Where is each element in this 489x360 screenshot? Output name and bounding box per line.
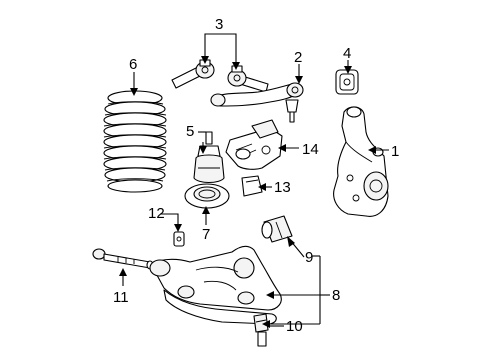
ball-joint-upper — [193, 131, 225, 184]
callout-7: 7 — [202, 226, 210, 243]
leader-lines — [119, 33, 389, 328]
mounting-bracket — [225, 119, 283, 170]
bushing-part — [335, 69, 359, 95]
callout-14: 14 — [302, 141, 319, 158]
callout-8: 8 — [332, 287, 340, 304]
callout-1: 1 — [391, 143, 399, 160]
callout-11: 11 — [113, 289, 129, 306]
lower-control-arm — [149, 245, 282, 325]
retainer-clip — [173, 231, 185, 247]
ball-joint-lower — [253, 313, 269, 347]
tie-rod-end-left — [171, 59, 215, 89]
steering-knuckle — [333, 106, 389, 217]
callout-12: 12 — [148, 205, 165, 222]
callout-6: 6 — [129, 56, 137, 73]
callout-10: 10 — [286, 318, 303, 335]
spring-seat — [184, 183, 230, 209]
callout-13: 13 — [274, 179, 291, 196]
bump-stop — [241, 175, 263, 197]
coil-spring — [103, 90, 167, 193]
upper-control-arm — [210, 82, 304, 123]
callout-4: 4 — [343, 45, 351, 62]
callout-5: 5 — [186, 123, 194, 140]
stabilizer-link — [92, 248, 154, 270]
tie-rod-end-right — [227, 65, 269, 93]
callout-2: 2 — [294, 49, 302, 66]
lower-arm-bushing — [261, 215, 293, 243]
callout-3: 3 — [215, 16, 223, 33]
callout-labels: 1 2 3 4 5 6 7 8 9 10 11 12 13 14 — [113, 16, 399, 335]
callout-9: 9 — [305, 249, 313, 266]
